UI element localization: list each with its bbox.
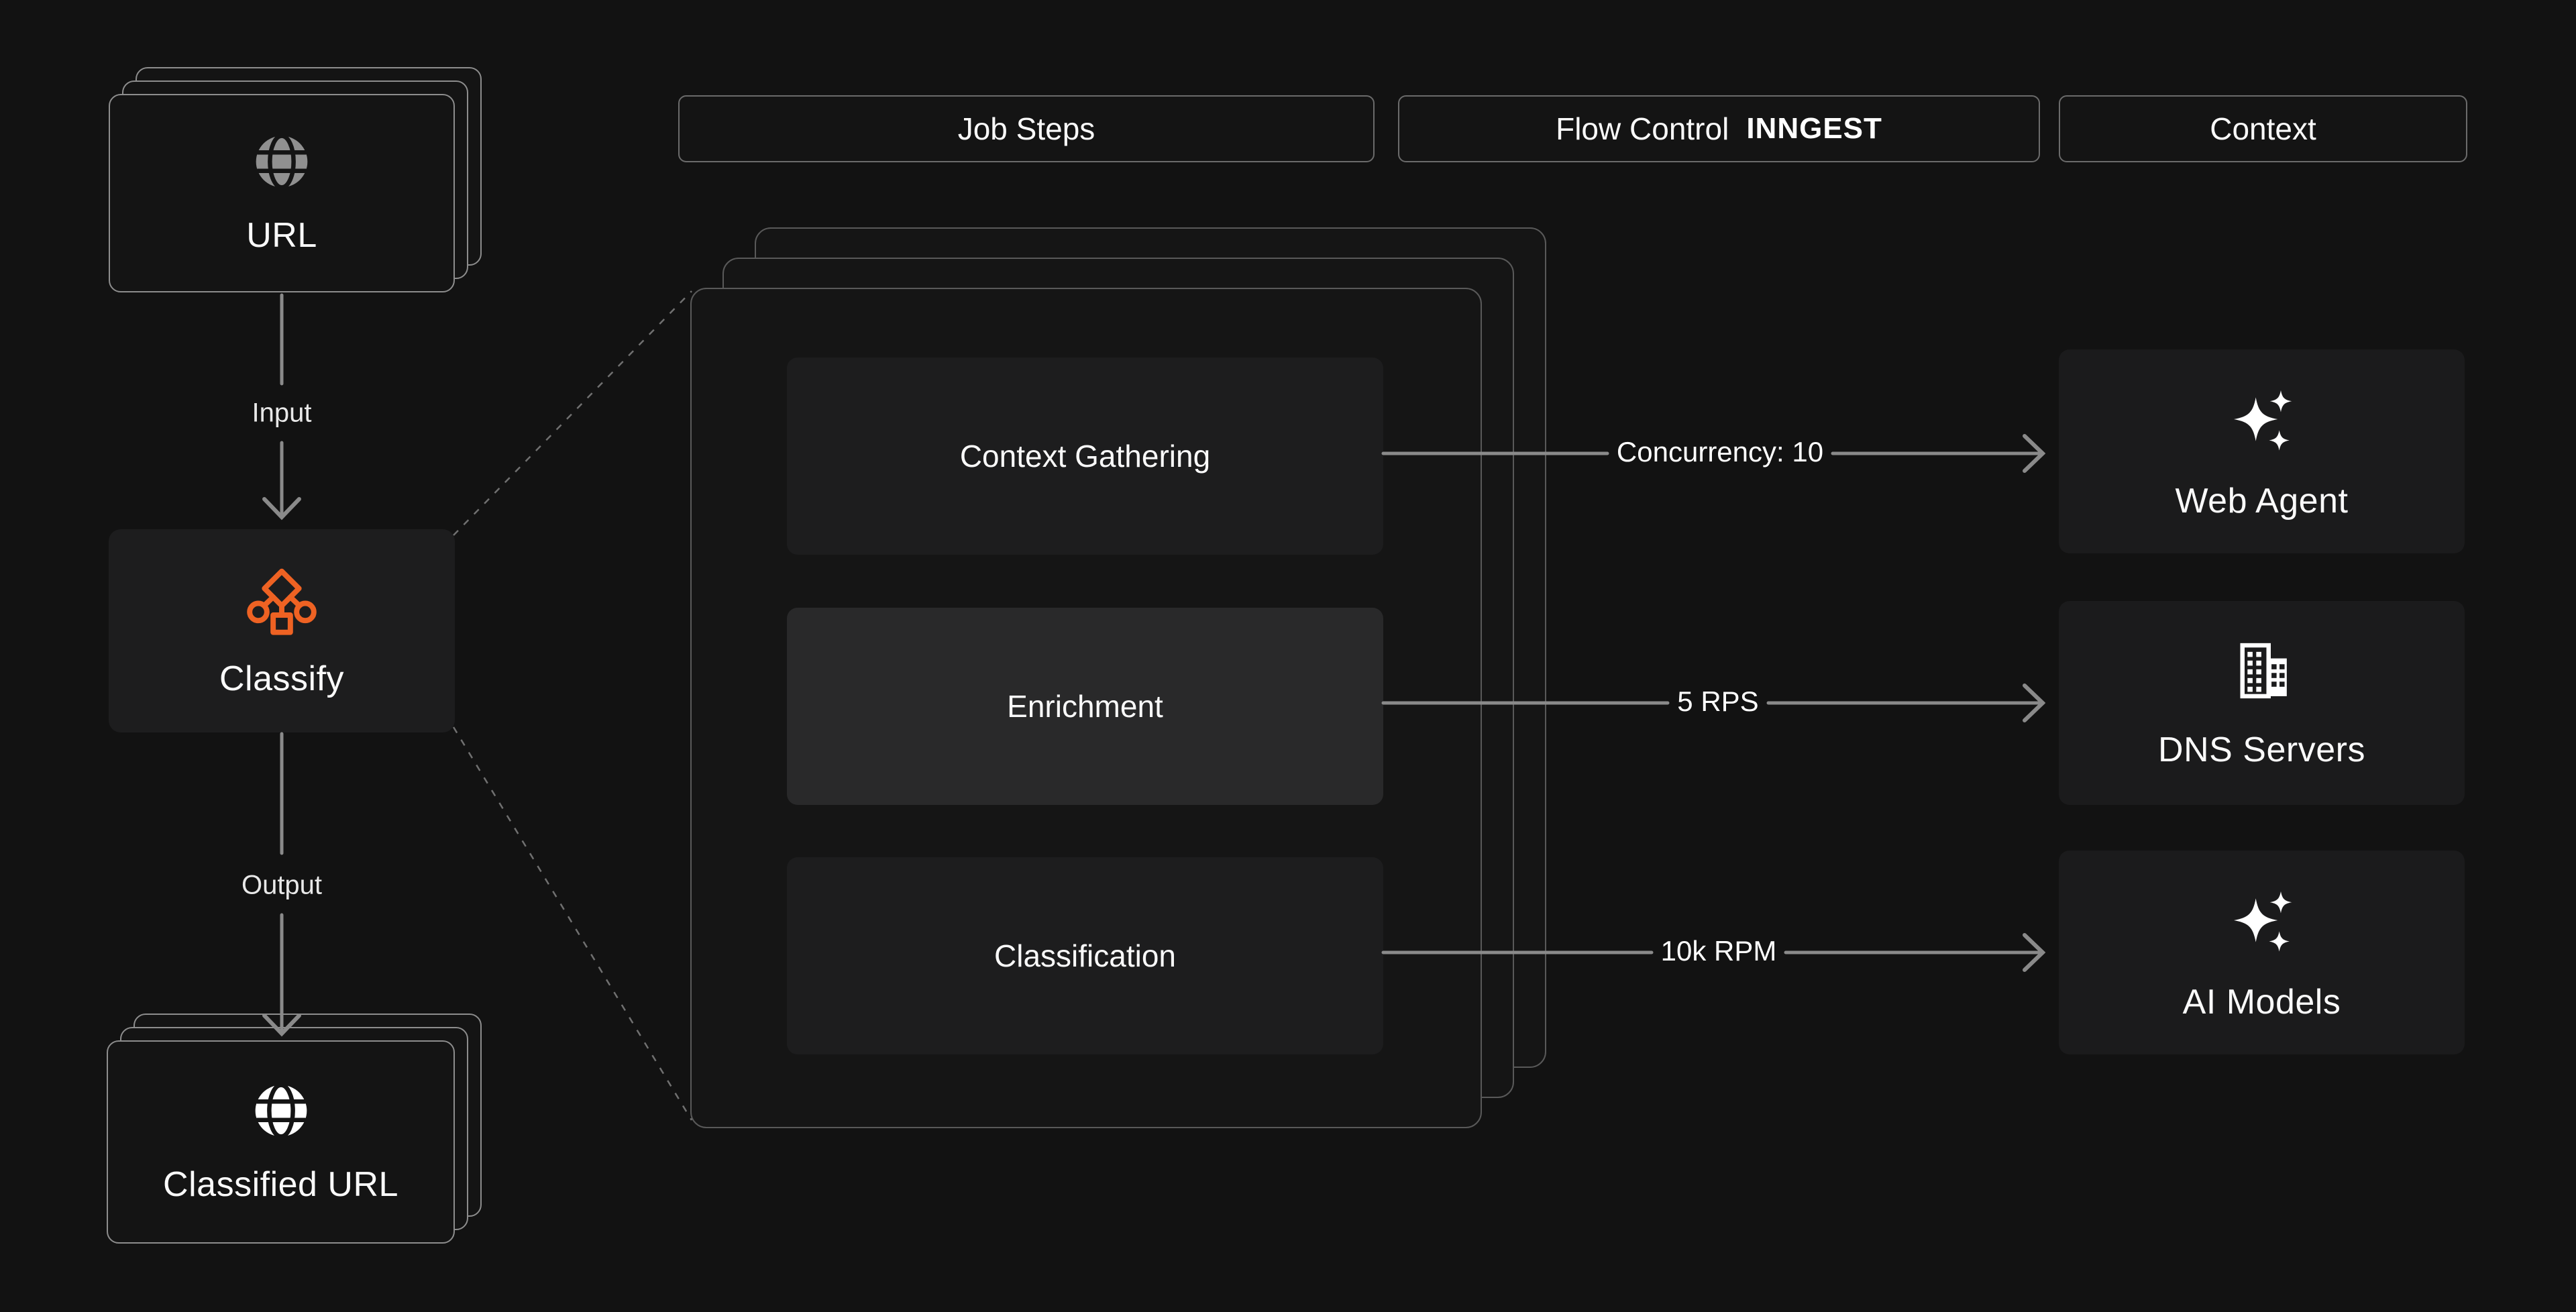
classify-node-label: Classify xyxy=(219,659,345,698)
url-node-label: URL xyxy=(246,216,317,255)
url-node-stack: URL xyxy=(109,67,482,292)
output-edge-label: Output xyxy=(241,870,323,900)
globe-icon xyxy=(250,1080,312,1142)
context-card-label: DNS Servers xyxy=(2158,730,2365,769)
inngest-logo: INNGEST xyxy=(1746,112,1882,145)
header-context-label: Context xyxy=(2210,111,2316,146)
sparkles-icon xyxy=(2222,883,2302,958)
context-card-dns-servers: DNS Servers xyxy=(2059,601,2465,805)
step-label: Context Gathering xyxy=(959,439,1211,474)
flow-control-rpm-label: 10k RPM xyxy=(1660,935,1777,967)
sparkles-icon xyxy=(2222,382,2302,457)
header-job-steps-label: Job Steps xyxy=(957,111,1095,146)
classified-url-node-stack: Classified URL xyxy=(107,1014,482,1244)
dashed-link-bottom xyxy=(452,726,693,1121)
arrowhead-down-icon xyxy=(262,497,301,521)
flow-control-rps-label: 5 RPS xyxy=(1677,686,1759,717)
header-job-steps: Job Steps xyxy=(678,95,1375,162)
step-label: Classification xyxy=(994,938,1176,973)
building-icon xyxy=(2227,636,2297,706)
job-panel: Context Gathering Enrichment Classificat… xyxy=(690,288,1482,1128)
globe-icon xyxy=(251,131,313,193)
dashed-link-top xyxy=(453,290,692,536)
url-node: URL xyxy=(109,94,455,292)
step-enrichment: Enrichment xyxy=(787,608,1383,805)
header-flow-control: Flow Control INNGEST xyxy=(1398,95,2040,162)
classified-url-node: Classified URL xyxy=(107,1040,455,1244)
decision-tree-icon xyxy=(244,563,319,639)
arrowhead-right-icon xyxy=(2023,684,2046,722)
flow-control-concurrency-label: Concurrency: 10 xyxy=(1616,436,1824,468)
context-card-label: Web Agent xyxy=(2175,482,2349,521)
classify-node: Classify xyxy=(109,529,455,732)
step-context-gathering: Context Gathering xyxy=(787,358,1383,555)
context-card-ai-models: AI Models xyxy=(2059,851,2465,1054)
header-context: Context xyxy=(2059,95,2467,162)
step-label: Enrichment xyxy=(1007,689,1163,724)
step-classification: Classification xyxy=(787,857,1383,1054)
header-flow-control-label: Flow Control xyxy=(1556,111,1729,146)
context-card-label: AI Models xyxy=(2182,983,2341,1022)
arrowhead-right-icon xyxy=(2023,933,2046,972)
input-edge-label: Input xyxy=(252,398,312,428)
context-card-web-agent: Web Agent xyxy=(2059,349,2465,553)
arrowhead-right-icon xyxy=(2023,434,2046,473)
classified-url-node-label: Classified URL xyxy=(163,1164,398,1204)
